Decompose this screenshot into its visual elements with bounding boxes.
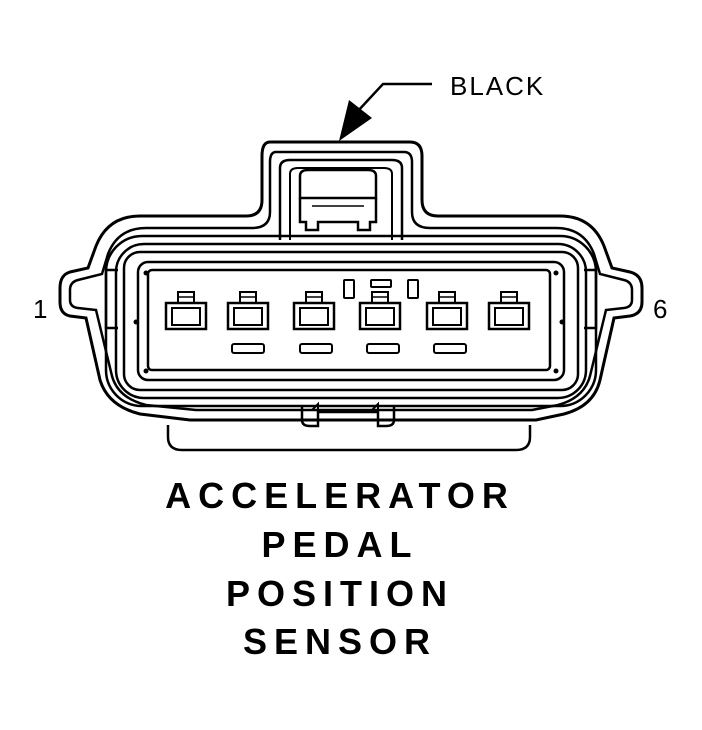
title-line-2: PEDAL	[261, 524, 418, 565]
cavity-box	[358, 301, 402, 331]
dot-bottom-right	[553, 368, 559, 374]
dot-mid-left	[133, 319, 139, 325]
pin-label-last: 6	[653, 294, 667, 324]
dot-mid-right	[559, 319, 565, 325]
outer-shell-inner	[68, 150, 634, 412]
dot-top-right	[553, 270, 559, 276]
slot-4	[433, 343, 467, 354]
terminal-cavity-4	[358, 291, 402, 331]
face-ring-3	[122, 250, 580, 392]
dot-bottom-left	[143, 368, 149, 374]
cavity-opening	[432, 307, 462, 326]
color-label: BLACK	[450, 71, 545, 101]
keying-mark-left	[343, 279, 355, 299]
face-ring-2	[114, 242, 588, 400]
cavity-box	[487, 301, 531, 331]
terminal-cavities	[164, 291, 531, 331]
keying-mark-center	[370, 279, 392, 288]
cavity-opening	[494, 307, 524, 326]
terminal-cavity-6	[487, 291, 531, 331]
cavity-opening	[171, 307, 201, 326]
cavity-opening	[365, 307, 395, 326]
title-line-3: POSITION	[226, 573, 454, 614]
latch-prong-left	[311, 401, 319, 416]
terminal-cavity-2	[226, 291, 270, 331]
left-side-notch	[104, 268, 118, 330]
lock-tower-inner	[289, 167, 393, 240]
terminal-cavity-1	[164, 291, 208, 331]
outer-shell	[58, 140, 644, 422]
slot-2	[299, 343, 333, 354]
locking-tab-body	[298, 198, 378, 232]
pin-label-first: 1	[33, 294, 47, 324]
connector-body	[58, 140, 644, 452]
dot-top-left	[143, 270, 149, 276]
bottom-release-latch	[300, 406, 396, 428]
terminal-slots	[231, 343, 467, 354]
lock-tower-outer	[278, 158, 404, 240]
bottom-latch-housing	[166, 425, 532, 452]
right-side-notch	[584, 268, 598, 330]
terminal-cavity-3	[292, 291, 336, 331]
component-title: ACCELERATOR PEDAL POSITION SENSOR	[165, 475, 515, 662]
keying-marks	[343, 279, 419, 299]
color-callout: BLACK	[339, 71, 545, 141]
cavity-opening	[233, 307, 263, 326]
callout-leader-line	[356, 82, 432, 113]
slot-3	[366, 343, 400, 354]
slot-1	[231, 343, 265, 354]
title-line-4: SENSOR	[243, 621, 437, 662]
cavity-opening	[299, 307, 329, 326]
locking-tab	[298, 168, 378, 232]
cavity-box	[425, 301, 469, 331]
terminal-face	[146, 268, 552, 372]
terminal-cavity-5	[425, 291, 469, 331]
cavity-box	[164, 301, 208, 331]
title-line-1: ACCELERATOR	[165, 475, 515, 516]
alignment-dots	[133, 270, 565, 374]
cavity-box	[226, 301, 270, 331]
keying-mark-right	[407, 279, 419, 299]
callout-arrowhead	[339, 100, 372, 141]
locking-tab-top	[298, 168, 378, 200]
cavity-box	[292, 301, 336, 331]
latch-prong-right	[371, 401, 379, 416]
